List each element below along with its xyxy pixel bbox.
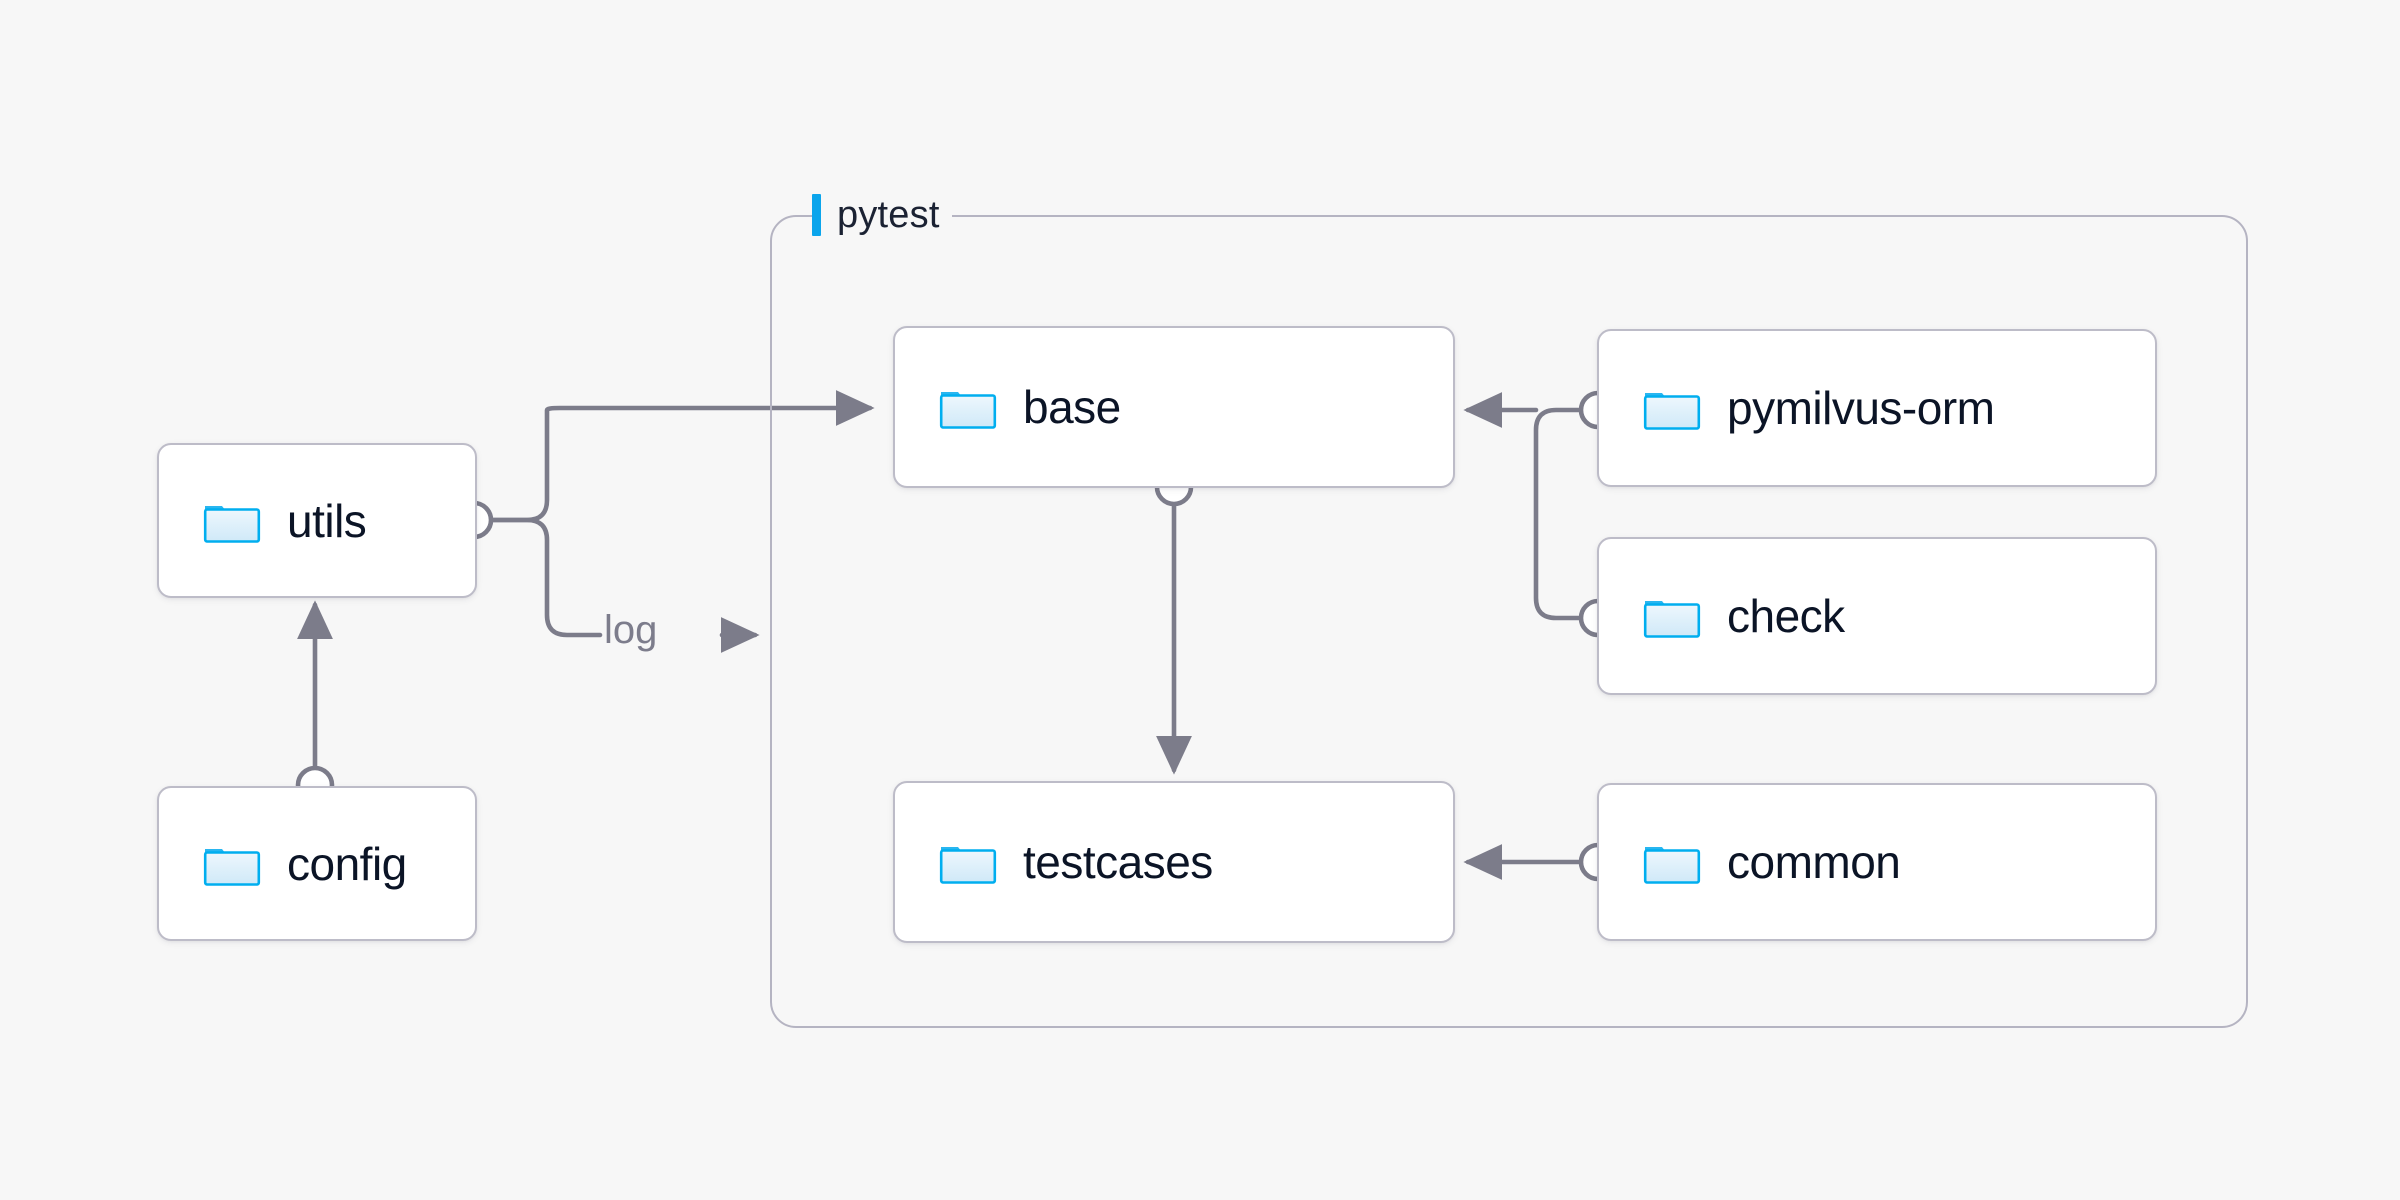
edge-label-log: log — [604, 608, 658, 652]
node-testcases-label: testcases — [1023, 836, 1213, 888]
edge-utils-log — [489, 517, 603, 638]
group-pytest[interactable] — [770, 215, 2248, 1028]
node-base-label: base — [1023, 381, 1121, 433]
node-common[interactable]: common — [1597, 783, 2157, 941]
node-pymilvus-orm[interactable]: pymilvus-orm — [1597, 329, 2157, 487]
node-base[interactable]: base — [893, 326, 1455, 488]
folder-icon — [1643, 601, 1701, 638]
group-title-text: pytest — [837, 193, 940, 236]
node-config-label: config — [287, 837, 407, 890]
node-config[interactable]: config — [157, 786, 477, 941]
folder-icon — [939, 392, 997, 429]
node-common-label: common — [1727, 836, 1901, 888]
node-testcases[interactable]: testcases — [893, 781, 1455, 943]
accent-bar-icon — [812, 194, 821, 236]
folder-icon — [203, 848, 261, 886]
folder-icon — [203, 505, 261, 543]
node-check[interactable]: check — [1597, 537, 2157, 695]
node-check-label: check — [1727, 590, 1845, 642]
group-pytest-label: pytest — [812, 193, 952, 237]
folder-icon — [1643, 393, 1701, 430]
folder-icon — [939, 847, 997, 884]
node-pymilvus-orm-label: pymilvus-orm — [1727, 382, 1995, 434]
node-utils[interactable]: utils — [157, 443, 477, 598]
node-utils-label: utils — [287, 494, 367, 547]
folder-icon — [1643, 847, 1701, 884]
